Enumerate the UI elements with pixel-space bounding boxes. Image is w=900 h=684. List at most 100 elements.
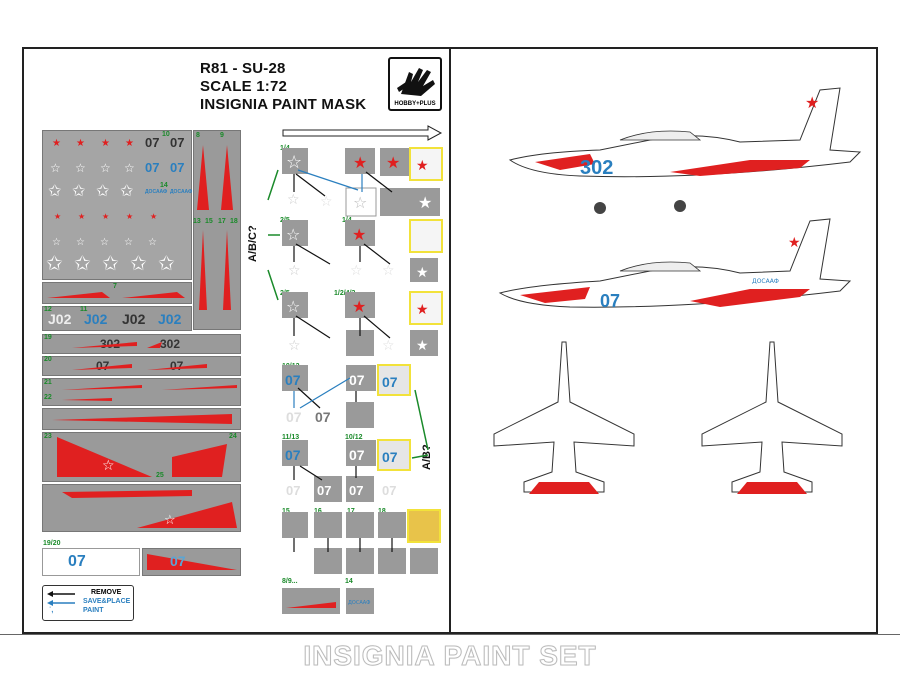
star-mark: ★ [102, 212, 110, 221]
svg-text:07: 07 [285, 372, 301, 388]
star-outline: ✩ [48, 183, 62, 200]
star-outline: ☆ [148, 237, 157, 248]
svg-text:★: ★ [416, 158, 429, 174]
code-07-gray: 07 [145, 135, 160, 150]
star-outline: ✩ [72, 183, 86, 200]
brand-logo: HOBBY+PLUS [388, 57, 442, 111]
star-mark: ★ [78, 212, 86, 221]
star-mark: ★ [54, 212, 62, 221]
star-outline: ✩ [130, 253, 147, 275]
row-label-15: 15 [205, 218, 213, 225]
variant-question-abc: A/B/C? [247, 225, 259, 262]
tail-panel-lower-shapes: ☆ [62, 490, 237, 528]
star-outline: ☆ [124, 237, 133, 248]
product-code: R81 - SU-28 [200, 60, 286, 77]
sheet-divider [449, 47, 451, 634]
svg-text:★: ★ [416, 265, 429, 281]
row-label-20: 20 [44, 356, 52, 363]
svg-text:★: ★ [805, 93, 819, 112]
step-graphic: ☆ ★ ★ ★ ☆ ★ ☆ ☆ ☆ ★ ★ ☆ ☆ ☆ ☆ [267, 147, 443, 614]
strip-20-shapes [72, 364, 207, 370]
svg-text:★: ★ [788, 235, 801, 251]
svg-text:07: 07 [349, 447, 365, 463]
hand-logo-icon [397, 68, 435, 96]
svg-text:☆: ☆ [286, 297, 300, 316]
row-label-7: 7 [113, 283, 117, 290]
svg-text:★: ★ [386, 153, 400, 172]
save-arrow-icon [47, 600, 75, 606]
svg-text:07: 07 [382, 449, 398, 465]
bottom-rule [0, 634, 900, 635]
star-outline: ☆ [100, 237, 109, 248]
strip-shapes [197, 145, 233, 310]
code-07-blue: 07 [170, 553, 186, 569]
svg-text:☆: ☆ [382, 263, 395, 279]
svg-text:07: 07 [317, 483, 331, 498]
code-302-gray: 302 [160, 337, 181, 351]
tail-panel-shapes: ☆ [57, 437, 227, 477]
svg-text:ДОСААФ: ДОСААФ [348, 600, 371, 606]
code-j302-blue: J02 [84, 311, 108, 327]
star-outline: ☆ [50, 161, 61, 175]
code-j302-gray: J02 [122, 311, 146, 327]
svg-text:☆: ☆ [288, 338, 301, 354]
code-07-gray: 07 [170, 359, 184, 373]
aircraft-side-view-top: ★ 302 [508, 87, 862, 214]
row-label-19: 19 [44, 334, 52, 341]
svg-text:★: ★ [352, 225, 366, 244]
aircraft-top-view-left [493, 341, 635, 494]
strip-7 [42, 282, 192, 304]
step-label: 14 [345, 578, 353, 585]
logo-text: HOBBY+PLUS [394, 101, 436, 107]
svg-text:★: ★ [416, 302, 429, 318]
strip-19 [42, 334, 241, 354]
row-label-21: 21 [44, 379, 52, 386]
star-outline: ☆ [52, 237, 61, 248]
legend-box: REMOVE SAVE&PLACE ˙, PAINT [42, 585, 134, 621]
row-label-10: 10 [162, 131, 170, 138]
strip-19-shapes [72, 342, 162, 348]
step-label: 1/2/4/3 [334, 290, 356, 297]
star-mark: ★ [76, 138, 85, 149]
remove-arrow-icon [47, 591, 75, 597]
row-label-14: 14 [160, 182, 168, 189]
star-outline: ☆ [75, 161, 86, 175]
row-label-9: 9 [220, 132, 224, 139]
svg-text:07: 07 [600, 291, 620, 311]
strip-21-22 [42, 378, 241, 406]
docaaf-mark: ДОСААФ [170, 189, 193, 195]
row-label-24: 24 [229, 433, 237, 440]
svg-text:07: 07 [285, 447, 301, 463]
mask-1920-a [42, 548, 140, 576]
strip-21-shapes [62, 385, 237, 401]
legend-save: SAVE&PLACE [83, 598, 131, 605]
scale-text: SCALE 1:72 [200, 78, 288, 95]
code-07-gray: 07 [170, 135, 185, 150]
step-label: 17 [347, 508, 355, 515]
legend-paint: PAINT [83, 607, 104, 614]
code-302-gray: 302 [100, 337, 121, 351]
svg-text:☆: ☆ [288, 263, 301, 279]
step-label: 15 [282, 508, 290, 515]
svg-text:☆: ☆ [350, 263, 363, 279]
strip-7-shapes [47, 292, 185, 298]
footer-title: INSIGNIA PAINT SET [303, 640, 597, 672]
step-label: 10/12 [345, 434, 363, 441]
strip-20 [42, 356, 241, 376]
row-label-12: 12 [44, 306, 52, 313]
step-label: 18 [378, 508, 386, 515]
product-title: INSIGNIA PAINT MASK [200, 96, 367, 113]
star-outline: ✩ [96, 183, 110, 200]
star-outline: ✩ [74, 253, 91, 275]
svg-text:07: 07 [349, 372, 365, 388]
code-07-blue: 07 [145, 160, 160, 175]
star-outline: ☆ [76, 237, 85, 248]
direction-arrow [282, 125, 443, 141]
row-label-23: 23 [44, 433, 52, 440]
svg-text:☆: ☆ [102, 458, 115, 474]
code-row-302 [42, 306, 192, 331]
step-label: 16 [314, 508, 322, 515]
row-label-8: 8 [196, 132, 200, 139]
star-outline: ✩ [158, 253, 175, 275]
star-outline: ✩ [46, 253, 63, 275]
